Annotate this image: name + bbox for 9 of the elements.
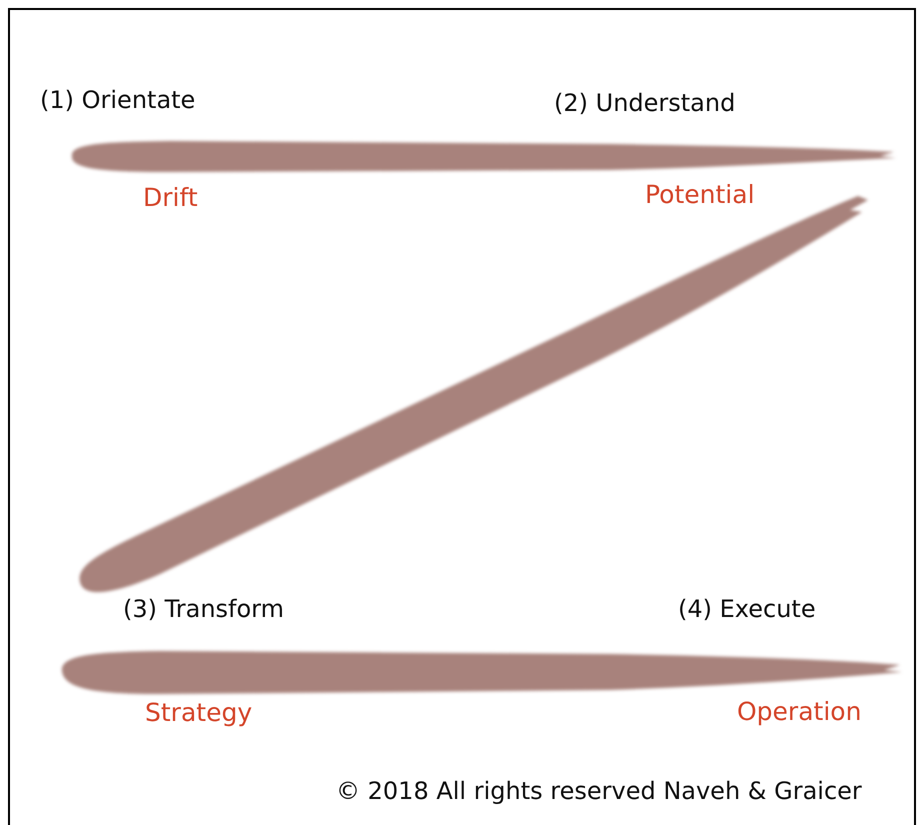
phase-label: Drift [143, 183, 198, 213]
step-label: (2) Understand [554, 89, 736, 118]
step-label: (4) Execute [678, 595, 816, 624]
phase-label: Strategy [145, 698, 252, 728]
phase-label: Potential [645, 180, 755, 210]
step-label: (1) Orientate [40, 86, 196, 115]
phase-label: Operation [737, 697, 862, 727]
copyright-note: © 2018 All rights reserved Naveh & Graicer [336, 777, 862, 806]
step-label: (3) Transform [123, 595, 284, 624]
